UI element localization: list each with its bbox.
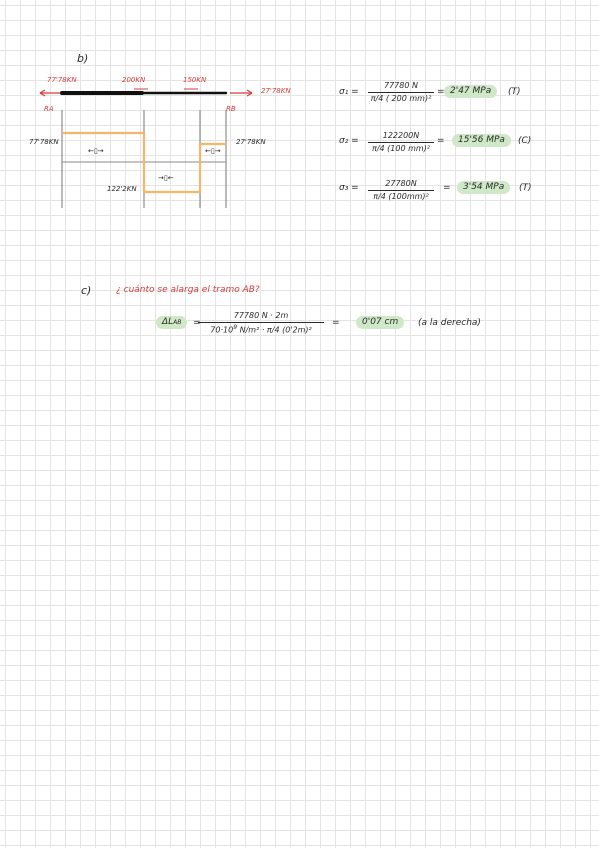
delta-l-equals: = [193,318,201,328]
pi: π [266,325,272,335]
sigma2-equals: = [437,136,445,146]
force-label-150: 150KN [183,76,207,84]
sigma1-denominator: π/4 ( 200 mm)² [370,93,432,103]
sigma3-numerator: 27780N [385,179,417,188]
sigma2-type: (C) [518,136,532,146]
sigma3-equals: = [443,183,451,193]
sigma3-denominator: π/4 (100mm)² [373,191,429,201]
sigma3-result: 3'54 MPa [457,181,511,194]
sigma1-area: ( 200 mm)² [385,93,432,103]
sigma3-area: (100mm)² [388,191,429,201]
part-b-label: b) [77,52,89,65]
sigma2-denominator: π/4 (100 mm)² [371,143,431,153]
support-rb: RB [226,105,236,113]
pi: π [371,143,377,153]
force-label-right: 27'78KN [261,87,291,95]
force-label-left: 77'78KN [47,76,77,84]
force-label-200: 200KN [122,76,146,84]
newton-unit: N [239,325,246,335]
pi: π [370,93,376,103]
part-c-label: c) [81,284,92,297]
sigma1-symbol: σ₁ = [339,87,359,97]
delta-l-symbol: ΔLAB [156,316,188,329]
delta-l-subscript: AB [173,319,182,326]
dot: · [261,325,265,335]
arrow-right-head [246,89,253,97]
sigma2-area: (100 mm)² [387,143,431,153]
compression-symbol: →▯← [158,174,174,182]
part-c-question: ¿ cuánto se alarga el tramo AB? [116,285,260,295]
diagram-right-value: 27'78KN [236,138,266,146]
sigma1-equals: = [437,87,445,97]
pi: π [373,191,379,201]
tension-symbol-right: ←▯→ [205,147,221,155]
arrow-left-head [39,89,46,97]
sigma2-fraction: 122200N π/4 (100 mm)² [368,131,434,153]
diagram-left-value: 77'78KN [29,138,59,146]
sigma2-symbol: σ₂ = [339,136,359,146]
m2-unit: m² [248,325,260,335]
support-ra: RA [44,105,54,113]
elongation-fraction: 77780 N · 2m 70·109 N/m² · π/4 (0'2m)² [198,311,324,335]
elongation-numerator: 77780 N · 2m [233,311,289,320]
fraction-bar [368,189,434,191]
sigma3-type: (T) [519,183,532,193]
tension-symbol-left: ←▯→ [88,147,104,155]
four: 4 [378,93,384,103]
sigma1-fraction: 77780 N π/4 ( 200 mm)² [368,81,434,103]
diagram-bottom-value: 122'2KN [107,185,137,193]
elongation-note: (a la derecha) [418,318,481,328]
young-modulus: 70·10 [210,325,234,335]
fraction-bar [198,321,324,323]
sigma2-numerator: 122200N [382,131,420,140]
elongation-result: 0'07 cm [356,316,405,329]
four: 4 [379,143,385,153]
sigma1-numerator: 77780 N [384,81,418,90]
exponent: 9 [233,323,238,331]
elongation-area: (0'2m)² [282,325,312,335]
fraction-bar [368,91,434,93]
elongation-equals: = [332,318,340,328]
fraction-bar [368,141,434,143]
delta-l: ΔL [162,317,174,327]
sigma3-symbol: σ₃ = [339,183,359,193]
sigma1-result: 2'47 MPa [444,85,498,98]
sigma2-result: 15'56 MPa [452,134,511,147]
sigma1-type: (T) [508,87,521,97]
four: 4 [380,191,386,201]
four: 4 [274,325,280,335]
axial-force-curve [62,131,226,194]
sigma3-fraction: 27780N π/4 (100mm)² [368,179,434,201]
elongation-denominator: 70·109 N/m² · π/4 (0'2m)² [210,323,312,335]
